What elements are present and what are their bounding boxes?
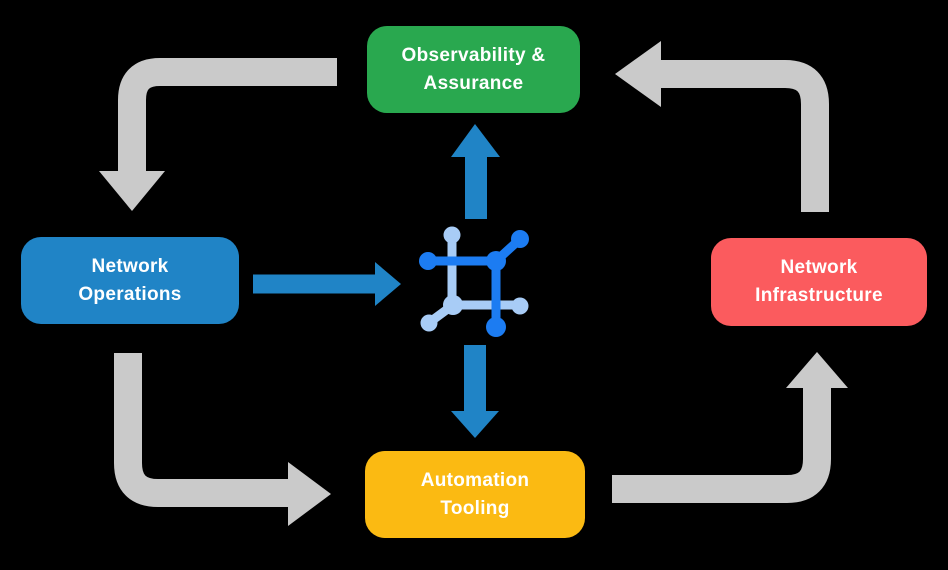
node-automation-tooling: Automation Tooling <box>365 451 585 538</box>
node-network-infrastructure: Network Infrastructure <box>711 238 927 326</box>
node-network-infrastructure-label: Network Infrastructure <box>755 257 883 306</box>
node-network-operations: Network Operations <box>21 237 239 324</box>
node-automation-tooling-label: Automation Tooling <box>420 469 530 519</box>
cycle-arrow-infrastructure-to-observability <box>615 41 829 212</box>
cycle-arrow-automation-to-infrastructure <box>612 352 848 503</box>
network-mesh-icon <box>419 226 529 337</box>
flow-arrow-center-to-observability <box>451 124 500 219</box>
cycle-arrow-operations-to-automation <box>114 353 331 526</box>
flow-arrow-center-to-automation <box>451 345 499 438</box>
cycle-arrow-observability-to-operations <box>99 58 337 211</box>
node-observability-assurance-label: Observability & Assurance <box>401 44 546 94</box>
node-network-operations-label: Network Operations <box>78 255 182 305</box>
flow-arrow-operations-to-center <box>253 262 401 306</box>
node-observability-assurance: Observability & Assurance <box>367 26 580 113</box>
